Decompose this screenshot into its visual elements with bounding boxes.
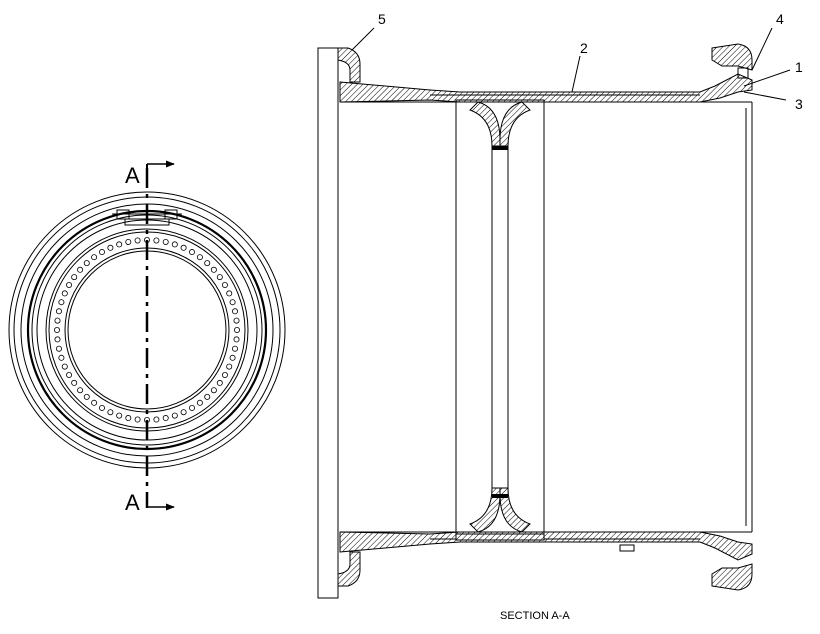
bolt-hole [232,345,239,352]
bolt-hole [233,317,240,324]
bottom-rim-profile [339,531,753,561]
bolt-hole [196,399,203,406]
callout-1: 1 [795,59,803,75]
bolt-hole [99,249,106,256]
bolt-hole [233,326,240,333]
callout-5: 5 [378,11,386,27]
bolt-hole [107,409,114,416]
bolt-hole [71,274,78,281]
bolt-hole [188,404,195,411]
bolt-hole [221,281,228,288]
bolt-hole [55,345,62,352]
bolt-hole [134,237,141,244]
bolt-hole [226,363,233,370]
bolt-hole [153,416,160,423]
bolt-hole [77,387,84,394]
bolt-hole [232,308,239,315]
callout-2: 2 [580,40,588,56]
bolt-hole [107,244,114,251]
bolt-hole [83,393,90,400]
bolt-hole [71,379,78,386]
bolt-hole [66,371,73,378]
bolt-hole [171,412,178,419]
bolt-hole [188,249,195,256]
bolt-hole [91,399,98,406]
bolt-hole [196,254,203,261]
bolt-hole [162,415,169,422]
front-view: A A [8,160,286,515]
bolt-hole [226,290,233,297]
right-flange [711,43,753,591]
bolt-hole [116,412,123,419]
bolt-hole [210,387,217,394]
bolt-hole [58,354,65,361]
bolt-hole [216,274,223,281]
bolt-hole [125,415,132,422]
bolt-hole [77,266,84,273]
callout-4: 4 [776,11,784,27]
bolt-hole [125,238,132,245]
section-view: 1 2 3 4 5 SECTION A-A [317,11,803,622]
bolt-hole [233,336,240,343]
bolt-hole [54,326,61,333]
bolt-hole [229,299,236,306]
bolt-hole [66,281,73,288]
bolt-hole [61,290,68,297]
bolt-hole [91,254,98,261]
bolt-hole [54,336,61,343]
bolt-hole [55,308,62,315]
top-rim-profile [339,73,753,103]
leader-lines [351,27,791,101]
bolt-hole [116,241,123,248]
bolt-hole [83,260,90,267]
section-cut-line [145,160,175,511]
callout-3: 3 [795,96,803,112]
bolt-hole [204,393,211,400]
section-label-bottom: A [125,490,140,515]
bolt-hole [171,241,178,248]
bolt-hole [134,416,141,423]
bolt-hole [58,299,65,306]
center-disc [455,99,545,541]
bolt-hole [204,260,211,267]
bolt-hole [180,244,187,251]
section-label-top: A [125,163,140,188]
bolt-hole [221,371,228,378]
bolt-hole [61,363,68,370]
bolt-hole [153,237,160,244]
section-caption: SECTION A-A [500,610,570,622]
bolt-hole [180,409,187,416]
left-flange [317,47,361,599]
bolt-hole [99,404,106,411]
bolt-hole [162,238,169,245]
bolt-hole [229,354,236,361]
bolt-hole [54,317,61,324]
bolt-hole [216,379,223,386]
bolt-hole [210,266,217,273]
